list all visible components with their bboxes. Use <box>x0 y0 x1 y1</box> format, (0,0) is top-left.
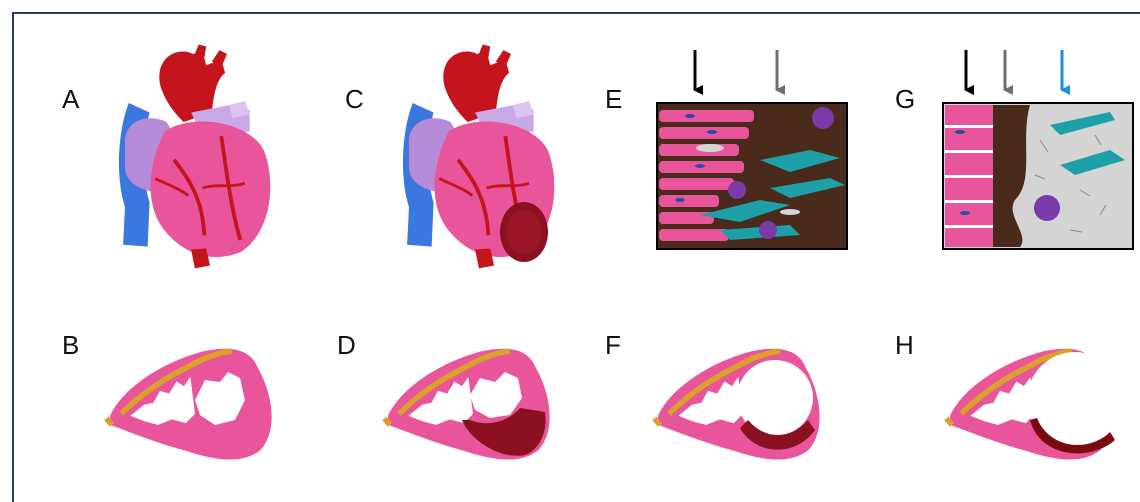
cross-section-dilated <box>946 349 1123 460</box>
histology-early-panel <box>657 103 847 249</box>
cross-section-normal <box>106 349 271 460</box>
histology-late-panel <box>943 103 1133 249</box>
cross-section-infarct <box>384 349 549 460</box>
cross-section-remodeling <box>654 349 819 460</box>
figure-drawing <box>0 0 1140 487</box>
heart-normal-illustration <box>119 45 270 269</box>
